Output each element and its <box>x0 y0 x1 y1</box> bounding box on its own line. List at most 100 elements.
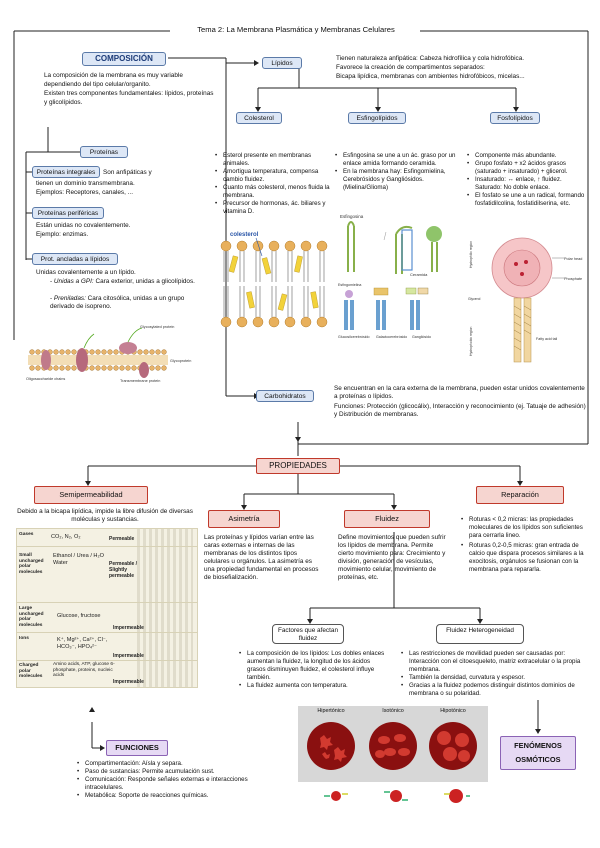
perm-row: Charged polar molecules Amino acids, ATP… <box>17 661 197 687</box>
lipidos-text-3: Bicapa lipídica, membranas con ambientes… <box>336 73 525 80</box>
perm-row: Ions K⁺, Mg²⁺, Ca²⁺, Cl⁻, HCO₃⁻, HPO₄²⁻ … <box>17 633 197 661</box>
funciones-item: Compartimentación: Aísla y separa. <box>76 760 256 768</box>
colesterol-figure: colesterol <box>220 232 328 328</box>
composicion-text-1: La composición de la membrana es muy var… <box>44 72 183 88</box>
perm-row-molecules: CO₂, N₂, O₂ <box>51 534 81 540</box>
funciones-item: Comunicación: Responde señales externas … <box>76 776 256 792</box>
perm-row-molecules: K⁺, Mg²⁺, Ca²⁺, Cl⁻, HCO₃⁻, HPO₄²⁻ <box>57 637 108 650</box>
perm-row-category: Gases <box>19 532 34 537</box>
cell-label: Isotónico <box>382 708 404 714</box>
perm-row-permeability: Impermeable <box>113 653 144 659</box>
ancladas-item-1-text: Cara exterior, unidas a glicolípidos. <box>95 278 195 285</box>
rbc-mini-diagrams <box>324 789 470 803</box>
permeability-table: Gases CO₂, N₂, O₂ Permeable Small unchar… <box>16 528 198 688</box>
perm-row: Gases CO₂, N₂, O₂ Permeable <box>17 529 197 547</box>
perm-row-category: Large uncharged polar molecules <box>19 606 44 628</box>
composicion-box: COMPOSICIÓN <box>82 52 166 66</box>
perm-row-category: Small uncharged polar molecules <box>19 553 44 575</box>
funciones-box: FUNCIONES <box>106 740 168 756</box>
colesterol-item: Amortigua temperatura, compensa cambio f… <box>214 168 332 184</box>
reparacion-item: Roturas 0,2-0,5 micras: gran entrada de … <box>460 542 588 574</box>
colesterol-item: Precursor de hormonas, ác. biliares y vi… <box>214 200 332 216</box>
fig-label-esfingosina: Esfingosina <box>340 214 364 219</box>
perm-row-molecules: Glucose, fructose <box>57 613 101 619</box>
ancladas-desc: Unidas covalentemente a un lípido. <box>36 269 136 276</box>
fig-label-polar-head: Polar head <box>564 257 582 261</box>
fig-label-glycosylated: Glycosylated protein <box>140 325 174 329</box>
heterogeneidad-item: También la densidad, curvatura y espesor… <box>400 674 582 682</box>
fig-label-transmembrane: Transmembrane protein <box>120 379 160 383</box>
esfingolipidos-figure: Esfingosina Ceramida Esfingomielina Gluc… <box>338 214 442 339</box>
heterogeneidad-list: Las restricciones de movilidad pueden se… <box>400 650 582 698</box>
perm-row-permeability: Impermeable <box>113 625 144 631</box>
cell-label: Hipertónico <box>317 708 345 714</box>
osmotic-figure: Hipertónico Isotónico Hipotónico <box>298 706 488 782</box>
perm-row-molecules: Amino acids, ATP, glucose 6-phosphate, p… <box>53 662 115 679</box>
fig-label-galacto: Galactocerebrósido <box>376 335 407 339</box>
ancladas-item-1: - Unidas a GPI: Cara exterior, unidas a … <box>50 278 195 285</box>
fig-label-phosphate: Phosphate <box>564 277 582 281</box>
fig-label-hydrophobic: Hydrophobic region <box>469 326 473 356</box>
fig-label-glucosil: Glucosilcerebrósido <box>338 335 370 339</box>
integrales-desc-3: Ejemplos: Receptores, canales, ... <box>36 189 133 196</box>
lipidos-box: Lípidos <box>262 57 302 69</box>
fig-label-hydrophilic: Hydrophilic region <box>469 241 473 268</box>
fig-label-glycoprotein: Glycoprotein <box>170 359 191 363</box>
esfingolipidos-box: Esfingolípidos <box>348 112 406 124</box>
fig-label-ceramida: Ceramida <box>410 272 428 277</box>
esfingolipidos-item: En la membrana hay: Esfingomielina, Cere… <box>334 168 458 192</box>
asimetria-box: Asimetría <box>208 510 280 528</box>
proteinas-box: Proteínas <box>80 146 128 158</box>
rbc-illustrations <box>307 722 477 770</box>
reparacion-list: Roturas < 0,2 micras: las propiedades mo… <box>460 516 588 574</box>
fosfolipidos-figure: Polar head Phosphate Glycerol Hydrophili… <box>468 237 582 363</box>
reparacion-item: Roturas < 0,2 micras: las propiedades mo… <box>460 516 588 540</box>
fluidez-text: Define movimientos que pueden sufrir los… <box>338 534 446 581</box>
esfingolipidos-list: Esfingosina se une a un ác. graso por un… <box>334 152 458 192</box>
colesterol-list: Esterol presente en membranas animales. … <box>214 152 332 216</box>
fosfolipidos-item: Componente más abundante. <box>466 152 590 160</box>
factores-box: Factores que afectan fluidez <box>272 624 344 644</box>
semipermeabilidad-text: Debido a la bicapa lipídica, impide la l… <box>17 508 193 523</box>
perm-row-permeability: Impermeable <box>113 679 144 685</box>
carbohidratos-text-2: Funciones: Protección (glicocálix), Inte… <box>334 403 586 418</box>
colesterol-fig-label: colesterol <box>230 232 259 238</box>
fig-label-esfingomielina: Esfingomielina <box>338 283 361 287</box>
perm-row: Small uncharged polar molecules Ethanol … <box>17 547 197 603</box>
perm-row-permeability: Permeable <box>109 536 135 542</box>
proteinas-perifericas-box: Proteínas periféricas <box>32 207 104 219</box>
colesterol-item: Cuanto más colesterol, menos fluida la m… <box>214 184 332 200</box>
fosfolipidos-item: El fosfato se une a un radical, formando… <box>466 192 590 208</box>
ancladas-item-2-title: Preniladas: <box>53 295 86 302</box>
composicion-text-2: Existen tres componentes fundamentales: … <box>44 90 214 106</box>
heterogeneidad-box: Fluidez Heterogeneidad <box>436 624 524 644</box>
funciones-item: Paso de sustancias: Permite acumulación … <box>76 768 256 776</box>
perm-row: Large uncharged polar molecules Glucose,… <box>17 603 197 633</box>
integrales-desc-2: tienen un dominio transmembrana. <box>36 180 135 187</box>
funciones-list: Compartimentación: Aísla y separa. Paso … <box>76 760 256 800</box>
factores-item: La fluidez aumenta con temperatura. <box>238 682 388 690</box>
membrane-protein-figure: Glycosylated protein Glycoprotein Oligos… <box>26 325 191 383</box>
colesterol-item: Esterol presente en membranas animales. <box>214 152 332 168</box>
fig-label-oligosaccharide: Oligosaccharide chains <box>26 377 65 381</box>
factores-list: La composición de los lípidos: Los doble… <box>238 650 388 690</box>
funciones-item: Metabólica: Soporte de reacciones químic… <box>76 792 256 800</box>
ancladas-item-2: - Preniladas: Cara citosólica, unidas a … <box>50 295 185 310</box>
proteinas-integrales-box: Proteínas integrales <box>32 166 100 178</box>
reparacion-box: Reparación <box>476 486 564 504</box>
proteinas-ancladas-box: Prot. ancladas a lípidos <box>32 253 118 265</box>
asimetria-text: Las proteínas y lípidos varían entre las… <box>204 534 319 581</box>
perifericas-desc-1: Están unidas no covalentemente. <box>36 222 131 229</box>
factores-item: La composición de los lípidos: Los doble… <box>238 650 388 682</box>
semipermeabilidad-box: Semipermeabilidad <box>34 486 148 504</box>
perm-row-molecules: Ethanol / Urea / H₂O Water <box>53 553 104 566</box>
perm-row-category: Ions <box>19 636 29 641</box>
perifericas-desc-2: Ejemplo: enzimas. <box>36 231 89 238</box>
perm-row-category: Charged polar molecules <box>19 663 43 680</box>
perm-row-permeability: Permeable / Slightly permeable <box>109 561 138 579</box>
propiedades-box: PROPIEDADES <box>256 458 340 474</box>
heterogeneidad-item: Las restricciones de movilidad pueden se… <box>400 650 582 674</box>
ancladas-item-1-title: Unidas a GPI: <box>53 278 94 285</box>
fosfolipidos-list: Componente más abundante. Grupo fosfato … <box>466 152 590 208</box>
